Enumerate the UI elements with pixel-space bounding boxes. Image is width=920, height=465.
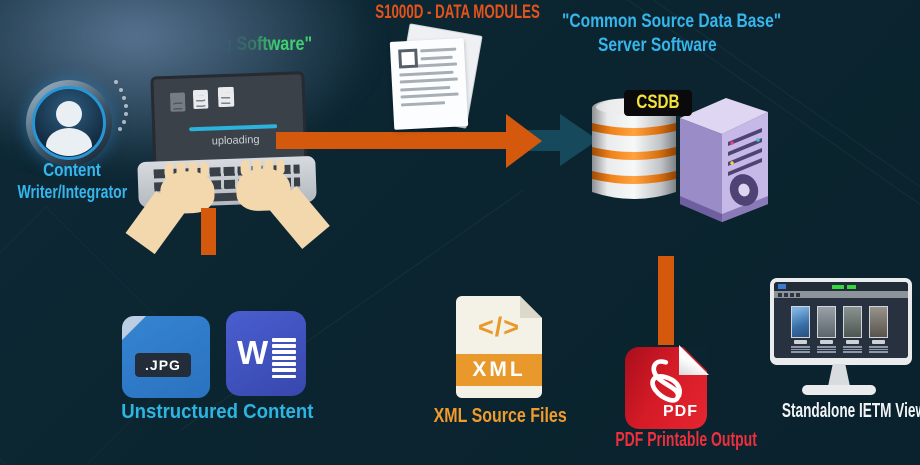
s1000d-data-modules-title: S1000D - DATA MODULES [375, 2, 540, 23]
word-letter: W [237, 334, 269, 371]
connector-server-pdf [658, 256, 674, 345]
user-avatar-icon [26, 80, 112, 166]
decor-dot [118, 127, 122, 131]
ietm-card [843, 306, 862, 353]
decor-dot [122, 120, 126, 124]
unstructured-content-caption: Unstructured Content [120, 401, 314, 423]
jpg-file-icon: .JPG [122, 316, 210, 398]
upload-doc-icon [169, 92, 186, 112]
xml-band-label: XML [456, 354, 542, 386]
ietm-content [774, 298, 908, 358]
xml-caption: XML Source Files [433, 405, 567, 427]
ietm-title-bar [774, 282, 908, 291]
doc-text-line [400, 85, 451, 92]
ietm-card-button [846, 340, 859, 344]
decor-dot [114, 80, 118, 84]
ietm-card [869, 306, 888, 353]
upload-doc-icon [192, 89, 209, 110]
ietm-caption: Standalone IETM Viewer [781, 400, 920, 422]
ietm-toolbar [774, 291, 908, 298]
ietm-screen [774, 282, 908, 358]
laptop-illustration: uploading [125, 63, 330, 255]
ietm-thumbnail [869, 306, 888, 338]
content-writer-caption-line2: Writer/Integrator [17, 182, 128, 202]
document-stack-icon [385, 23, 489, 131]
doc-text-line [399, 77, 458, 84]
decor-dot [124, 112, 128, 116]
uploading-status: uploading [211, 133, 260, 148]
doc-text-line [399, 70, 454, 77]
jpg-file-label: .JPG [135, 353, 191, 377]
monitor-stand-neck [828, 364, 850, 386]
avatar-person [36, 90, 102, 156]
app-logo-icon [778, 284, 786, 289]
doc-text-line [400, 92, 459, 99]
flow-arrow-orange-head [506, 114, 542, 168]
ietm-card [817, 306, 836, 353]
decor-dot [124, 104, 128, 108]
xml-code-glyph: </> [477, 312, 521, 342]
pdf-file-icon: PDF [625, 345, 709, 429]
flow-arrow-teal-head [560, 114, 598, 166]
xml-file-icon: </> XML [456, 296, 542, 398]
flow-arrow-orange-shaft [276, 132, 508, 149]
page-fold [122, 316, 146, 340]
ietm-thumbnail [817, 306, 836, 338]
ietm-monitor-icon [770, 278, 912, 365]
csdb-title-line1: "Common Source Data Base" [562, 11, 782, 32]
ietm-card-button [872, 340, 885, 344]
doc-checkbox [398, 48, 419, 69]
csdb-badge: CSDB [624, 90, 692, 116]
server-tower-icon [680, 98, 768, 222]
right-hand [235, 167, 292, 212]
doc-text-line [420, 47, 457, 53]
acrobat-swirl-icon [650, 359, 682, 403]
upload-progress-bar [189, 124, 278, 132]
ietm-thumbnail [843, 306, 862, 338]
upload-doc-icon [217, 86, 235, 108]
word-doc-lines [272, 338, 296, 381]
decor-dot [119, 88, 123, 92]
monitor-stand-base [802, 385, 876, 395]
laptop-screen: uploading [150, 71, 308, 169]
doc-text-line [420, 55, 453, 60]
authoring-software-label: g Software" [221, 34, 313, 55]
word-file-icon: W [226, 311, 306, 396]
ietm-card-button [794, 340, 807, 344]
ietm-card [791, 306, 810, 353]
connector-laptop-down [201, 208, 216, 255]
ietm-thumbnail [791, 306, 810, 338]
ietm-card-button [820, 340, 833, 344]
csdb-title-line2: Server Software [597, 35, 717, 56]
doc-text-line [400, 100, 446, 106]
pdf-band-label: PDF [663, 403, 698, 420]
content-writer-caption-line1: Content [43, 160, 101, 180]
pdf-caption: PDF Printable Output [615, 429, 757, 451]
decor-dot [122, 96, 126, 100]
